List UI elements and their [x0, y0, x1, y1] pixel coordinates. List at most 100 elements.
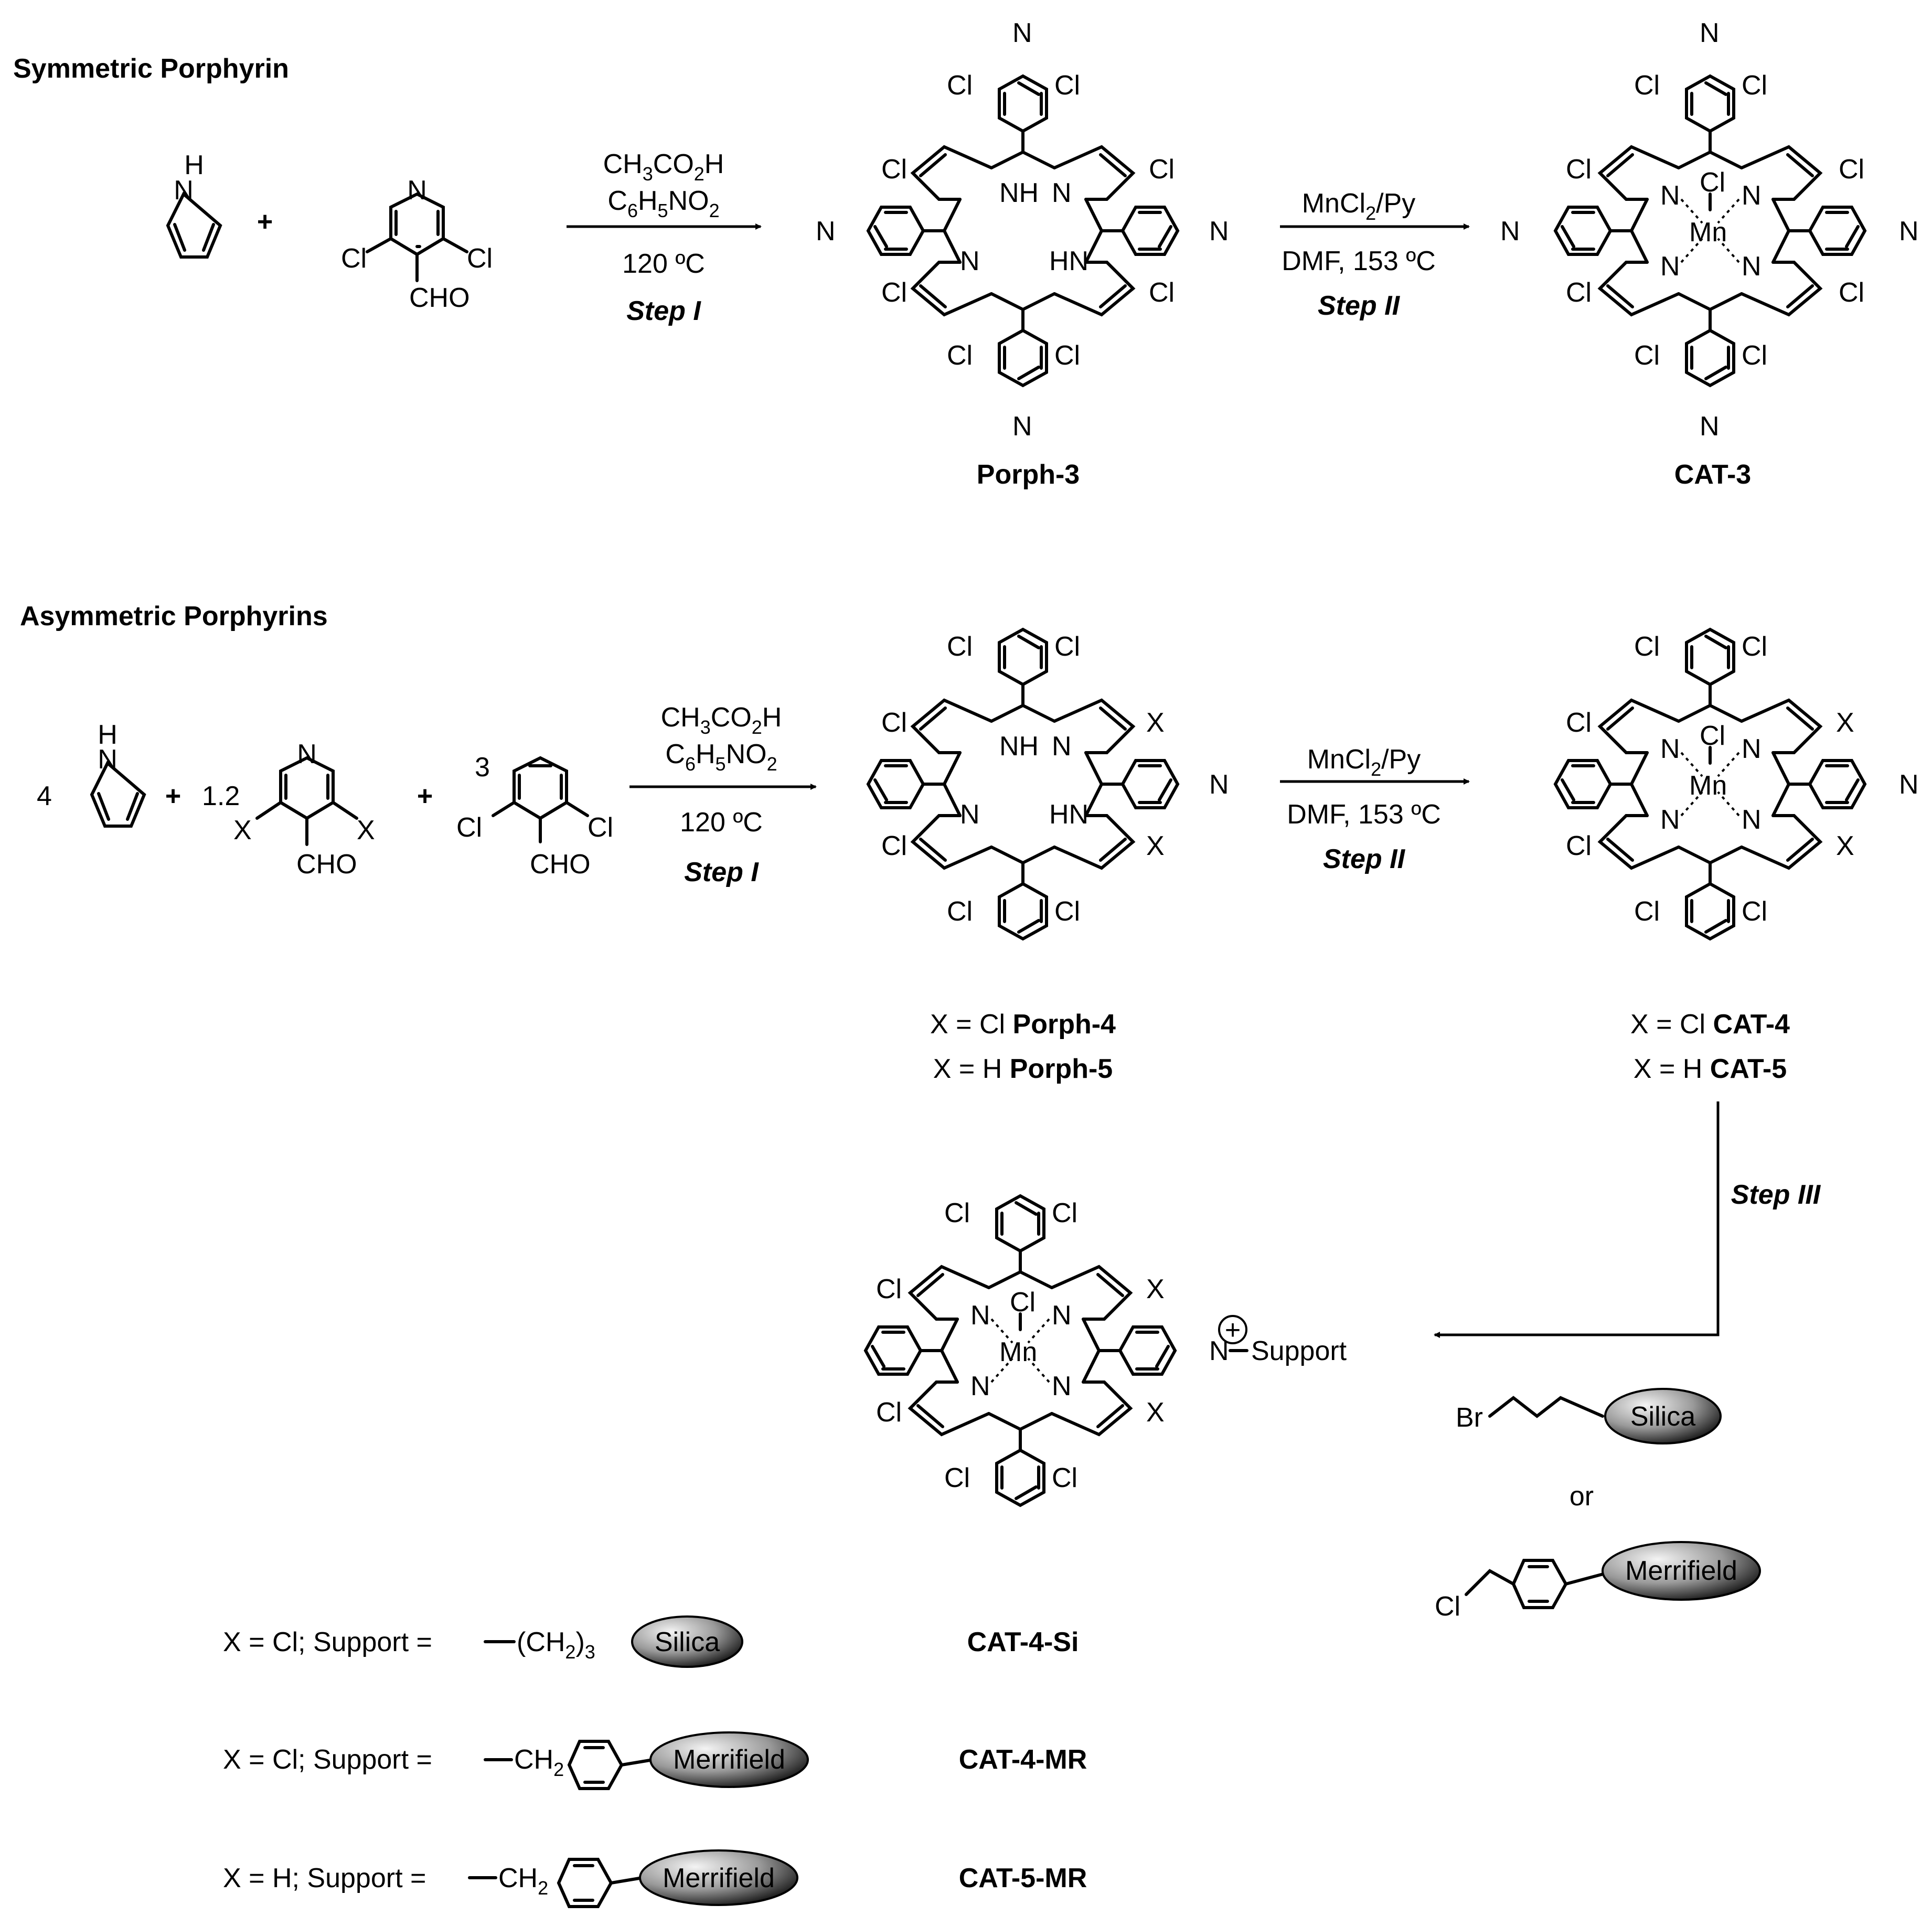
label-cat-5-mr: CAT-5-MR [959, 1863, 1087, 1893]
eq-pyrrole: 4 [37, 781, 52, 811]
svg-text:Cl: Cl [1054, 70, 1080, 101]
svg-text:N: N [1742, 805, 1762, 835]
x-pyridine-aldehyde: N X X CHO [233, 739, 375, 880]
svg-text:Cl: Cl [1742, 631, 1767, 662]
svg-text:Cl: Cl [876, 1274, 902, 1304]
plus-sign: + [257, 207, 273, 237]
svg-text:MnCl2/Py: MnCl2/Py [1307, 744, 1421, 780]
svg-text:N: N [960, 246, 980, 276]
step1-arrow-row2: CH3CO2H C6H5NO2 120 ºC Step I [629, 702, 817, 887]
svg-text:Mn: Mn [1689, 770, 1727, 801]
svg-text:Cl: Cl [456, 812, 482, 843]
svg-text:Cl: Cl [1566, 277, 1592, 308]
svg-text:Cl: Cl [1054, 631, 1080, 662]
svg-text:Cl: Cl [1566, 708, 1592, 738]
svg-text:X: X [1146, 1274, 1165, 1304]
svg-text:Cl: Cl [1634, 70, 1660, 101]
svg-text:N: N [297, 739, 317, 769]
svg-text:Cl: Cl [1054, 896, 1080, 927]
dichloropyridine-aldehyde: N Cl Cl CHO [341, 175, 493, 313]
eq-benzaldehyde: 3 [475, 752, 490, 783]
support-definition-merrifield-1: X = Cl; Support = CH2 Merrifield [223, 1731, 809, 1790]
svg-text:(CH2)3: (CH2)3 [517, 1627, 595, 1663]
svg-text:CHO: CHO [409, 283, 470, 313]
svg-text:X: X [233, 815, 252, 845]
svg-text:N: N [1742, 180, 1762, 211]
svg-text:Cl: Cl [1634, 896, 1660, 927]
svg-text:Cl: Cl [1566, 154, 1592, 185]
svg-text:Silica: Silica [1630, 1401, 1695, 1432]
svg-text:X: X [357, 815, 375, 845]
svg-text:N: N [174, 175, 194, 206]
svg-text:Cl: Cl [881, 708, 907, 738]
svg-text:X: X [1836, 831, 1854, 861]
label-cat-4-si: CAT-4-Si [967, 1627, 1079, 1657]
label-porph-4: X = Cl Porph-4 [930, 1009, 1116, 1040]
svg-text:N: N [1660, 180, 1680, 211]
svg-text:Cl: Cl [944, 1463, 970, 1493]
label-cat-4: X = Cl CAT-4 [1630, 1009, 1790, 1040]
eq-pyridine-aldehyde: 1.2 [202, 781, 240, 811]
svg-text:Cl: Cl [876, 1397, 902, 1428]
svg-text:X: X [1146, 708, 1165, 738]
svg-text:N: N [1660, 251, 1680, 282]
svg-text:Cl: Cl [1054, 340, 1080, 371]
svg-text:Br: Br [1456, 1403, 1483, 1433]
svg-text:Silica: Silica [655, 1627, 720, 1657]
svg-text:N: N [1209, 216, 1229, 247]
svg-text:DMF, 153 ºC: DMF, 153 ºC [1282, 246, 1436, 276]
svg-text:Cl: Cl [1742, 70, 1767, 101]
svg-text:N: N [1012, 411, 1032, 442]
svg-text:N: N [1700, 411, 1720, 442]
svg-text:N: N [1052, 1371, 1072, 1401]
svg-text:HN: HN [1049, 799, 1088, 830]
label-cat-4-mr: CAT-4-MR [959, 1744, 1087, 1775]
svg-text:N: N [1742, 251, 1762, 282]
dichlorobenzaldehyde: Cl Cl CHO [456, 756, 613, 880]
or-label: or [1570, 1481, 1594, 1512]
svg-text:Mn: Mn [999, 1337, 1037, 1367]
svg-text:120 ºC: 120 ºC [622, 249, 705, 279]
svg-text:N: N [1052, 1300, 1072, 1331]
svg-text:N: N [1742, 734, 1762, 764]
svg-text:NH: NH [999, 731, 1039, 762]
svg-text:Cl: Cl [467, 243, 493, 274]
svg-text:+: + [1225, 1315, 1241, 1345]
section-title-symmetric: Symmetric Porphyrin [13, 53, 289, 84]
svg-text:Cl: Cl [1742, 896, 1767, 927]
svg-text:Cl: Cl [1634, 631, 1660, 662]
svg-text:Cl: Cl [947, 631, 973, 662]
svg-text:Cl: Cl [1839, 154, 1864, 185]
svg-text:N: N [407, 175, 427, 206]
step2-arrow-row1: MnCl2/Py DMF, 153 ºC Step II [1280, 188, 1470, 321]
svg-text:Cl: Cl [881, 831, 907, 861]
step1-arrow-row1: CH3CO2H C6H5NO2 120 ºC Step I [567, 149, 762, 326]
svg-text:H: H [184, 150, 204, 180]
svg-text:N: N [1899, 769, 1919, 800]
svg-text:Merrifield: Merrifield [663, 1863, 775, 1893]
svg-text:Cl: Cl [947, 340, 973, 371]
pyrrole-reactant-2: N H [90, 720, 146, 828]
svg-text:N: N [1052, 731, 1072, 762]
svg-text:Step III: Step III [1731, 1180, 1821, 1210]
section-title-asymmetric: Asymmetric Porphyrins [20, 601, 328, 631]
svg-text:N: N [1012, 18, 1032, 48]
svg-text:Cl: Cl [1052, 1198, 1077, 1228]
svg-text:Step II: Step II [1323, 844, 1406, 874]
svg-text:X: X [1836, 708, 1854, 738]
svg-text:Merrifield: Merrifield [1625, 1556, 1737, 1586]
svg-text:Cl: Cl [1149, 277, 1175, 308]
plus-sign-3: + [417, 781, 433, 811]
svg-text:CH3CO2H: CH3CO2H [661, 702, 782, 738]
svg-text:Cl: Cl [944, 1198, 970, 1228]
svg-text:N: N [1209, 769, 1229, 800]
cat-3-structure: Cl Mn N N N N N Cl Cl N Cl Cl N Cl Cl N … [1500, 18, 1919, 442]
svg-text:Cl: Cl [1839, 277, 1864, 308]
svg-text:Cl: Cl [881, 277, 907, 308]
svg-text:DMF, 153 ºC: DMF, 153 ºC [1287, 799, 1441, 830]
svg-text:N: N [1500, 216, 1520, 247]
svg-text:X = Cl; Support =: X = Cl; Support = [223, 1744, 432, 1775]
svg-text:120 ºC: 120 ºC [680, 807, 763, 838]
svg-text:Cl: Cl [1149, 154, 1175, 185]
